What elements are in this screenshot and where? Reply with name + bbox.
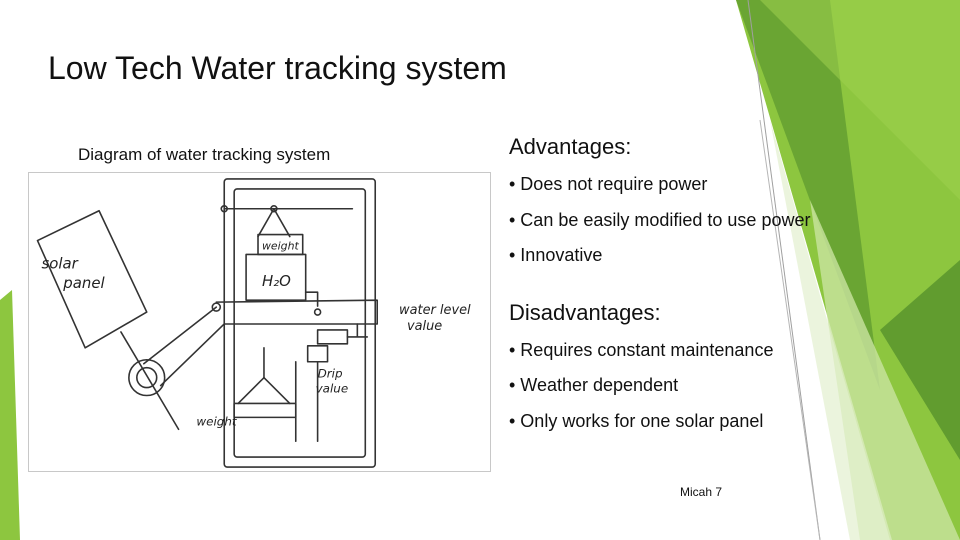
label-weight-top: weight <box>262 239 299 252</box>
label-water-level: water level <box>399 303 471 318</box>
advantage-item: • Innovative <box>509 245 603 265</box>
label-panel: panel <box>62 274 105 292</box>
advantage-item: • Does not require power <box>509 174 708 194</box>
disadvantages-heading: Disadvantages: <box>509 300 661 325</box>
water-tracking-diagram: solar panel weight H₂O water level value… <box>28 172 491 472</box>
label-solar: solar <box>41 254 78 272</box>
disadvantage-item: • Requires constant maintenance <box>509 340 774 360</box>
advantage-item: • Can be easily modified to use power <box>509 210 811 230</box>
disadvantage-item: • Weather dependent <box>509 375 679 395</box>
diagram-caption: Diagram of water tracking system <box>78 145 331 164</box>
label-weight-bottom: weight <box>196 414 237 428</box>
diagram-sketch: solar panel weight H₂O water level value… <box>36 178 471 468</box>
label-drip: Drip <box>318 367 343 381</box>
label-drip-value: value <box>316 382 349 396</box>
label-h2o: H₂O <box>262 272 291 290</box>
slide-footer: Micah 7 <box>680 485 723 499</box>
disadvantage-item: • Only works for one solar panel <box>509 411 764 431</box>
advantages-heading: Advantages: <box>509 134 632 159</box>
solar-panel-shape <box>36 209 148 349</box>
slide-title: Low Tech Water tracking system <box>48 50 507 86</box>
label-water-level-value: value <box>407 319 442 334</box>
